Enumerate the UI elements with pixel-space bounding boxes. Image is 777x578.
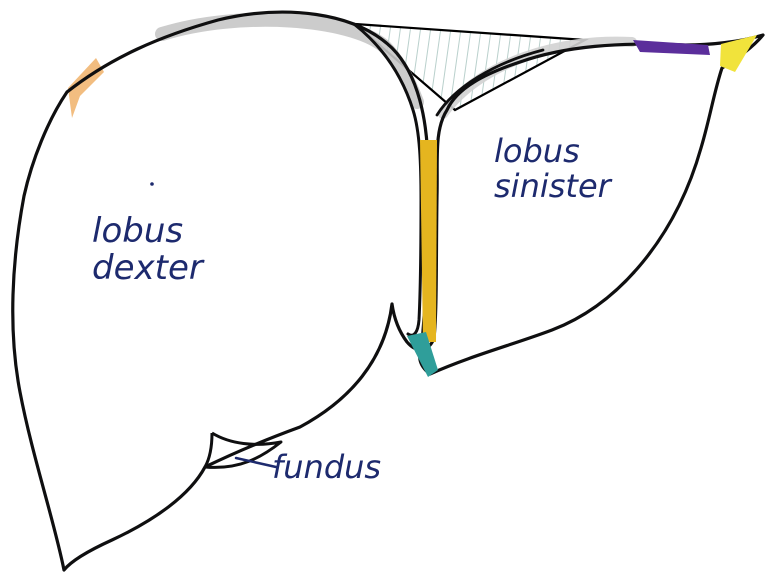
lobus-dexter-label: lobus dexter (92, 213, 262, 288)
lobus-dexter-line-2: dexter (92, 250, 262, 287)
lobus-sinister-line-1: lobus (494, 134, 644, 169)
purple-mark (633, 40, 710, 55)
lobus-dexter-line-1: lobus (92, 213, 262, 250)
fundus-label: fundus (272, 450, 412, 485)
lobus-sinister-label: lobus sinister (494, 134, 644, 204)
small-dot (150, 182, 154, 186)
yellow-ligament (420, 140, 437, 342)
lobus-sinister-line-2: sinister (494, 169, 644, 204)
hatched-area (355, 24, 585, 110)
yellow-tip (720, 35, 757, 72)
liver-outline (13, 12, 763, 570)
